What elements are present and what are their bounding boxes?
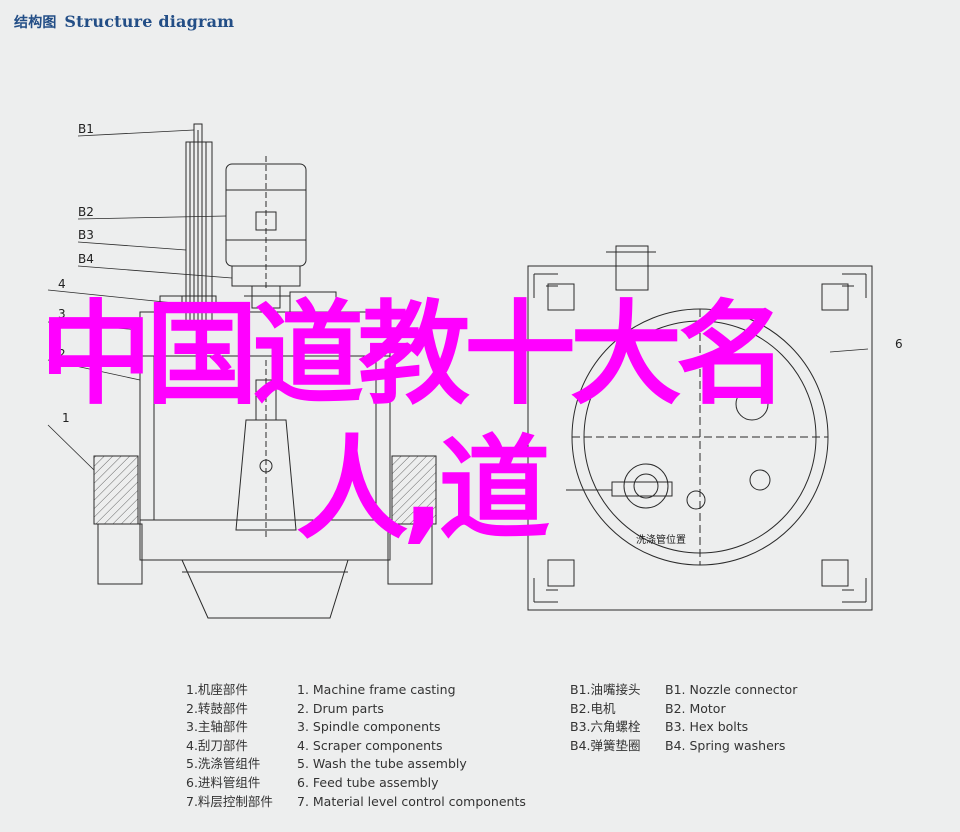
- right-leg: [387, 523, 433, 585]
- label-b3: B3: [78, 228, 94, 242]
- legend-item: 2.转鼓部件: [186, 700, 248, 716]
- tube-mast: [181, 123, 217, 323]
- label-wash-tube-position: 洗涤管位置: [636, 533, 686, 546]
- right-hatched-wall: [391, 455, 437, 525]
- legend-item: 5.洗涤管组件: [186, 756, 261, 772]
- legend-item: 2. Drum parts: [297, 700, 384, 716]
- legend-item: 3. Spindle components: [297, 719, 441, 735]
- legend-fasteners-chinese: B1.油嘴接头 B2.电机 B3.六角螺栓 B4.弹簧垫圈: [570, 681, 641, 755]
- legend-item: 6. Feed tube assembly: [297, 774, 439, 790]
- legend-item: 4.刮刀部件: [186, 737, 248, 753]
- legend-item: B3.六角螺栓: [570, 719, 641, 735]
- motor-outline: [225, 156, 307, 309]
- legend-item: B4. Spring washers: [665, 737, 786, 753]
- legend-item: 6.进料管组件: [186, 774, 261, 790]
- label-b2: B2: [78, 205, 94, 219]
- legend-item: 3.主轴部件: [186, 719, 248, 735]
- legend-item: B4.弹簧垫圈: [570, 737, 641, 753]
- front-view: [93, 123, 437, 619]
- legend-item: B1. Nozzle connector: [665, 682, 798, 697]
- legend-item: 1.机座部件: [186, 682, 248, 697]
- label-3: 3: [58, 307, 66, 321]
- spindle: [235, 360, 297, 540]
- label-b4: B4: [78, 252, 94, 266]
- discharge-hopper: [181, 559, 349, 619]
- legend-parts-english: 1. Machine frame casting 2. Drum parts 3…: [297, 681, 526, 811]
- legend-item: 5. Wash the tube assembly: [297, 756, 467, 772]
- label-1: 1: [62, 411, 70, 425]
- top-view: [527, 245, 873, 611]
- legend-item: 1. Machine frame casting: [297, 682, 456, 697]
- legend-item: B1.油嘴接头: [570, 682, 641, 697]
- legend-item: B2.电机: [570, 700, 616, 716]
- legend-item: 7.料层控制部件: [186, 793, 273, 809]
- title-chinese: 结构图: [14, 15, 57, 31]
- callout-labels: B1 B2 B3 B4 4 3 2 1 6 洗涤管位置: [58, 122, 903, 546]
- legend-item: 4. Scraper components: [297, 737, 443, 753]
- diagram-title: 结构图 Structure diagram: [14, 12, 234, 32]
- left-hatched-wall: [93, 455, 139, 525]
- legend-item: 7. Material level control components: [297, 793, 526, 809]
- label-b1: B1: [78, 122, 94, 136]
- drum-housing: [139, 291, 391, 561]
- label-6: 6: [895, 337, 903, 351]
- label-4: 4: [58, 277, 66, 291]
- legend-parts-chinese: 1.机座部件 2.转鼓部件 3.主轴部件 4.刮刀部件 5.洗涤管组件 6.进料…: [186, 681, 273, 811]
- legend-fasteners-english: B1. Nozzle connector B2. Motor B3. Hex b…: [665, 681, 797, 755]
- label-2: 2: [58, 347, 66, 361]
- legend-item: B2. Motor: [665, 700, 726, 716]
- title-english: Structure diagram: [64, 12, 235, 31]
- legend-item: B3. Hex bolts: [665, 719, 749, 735]
- callout-leaders: [47, 129, 869, 471]
- left-leg: [97, 523, 143, 585]
